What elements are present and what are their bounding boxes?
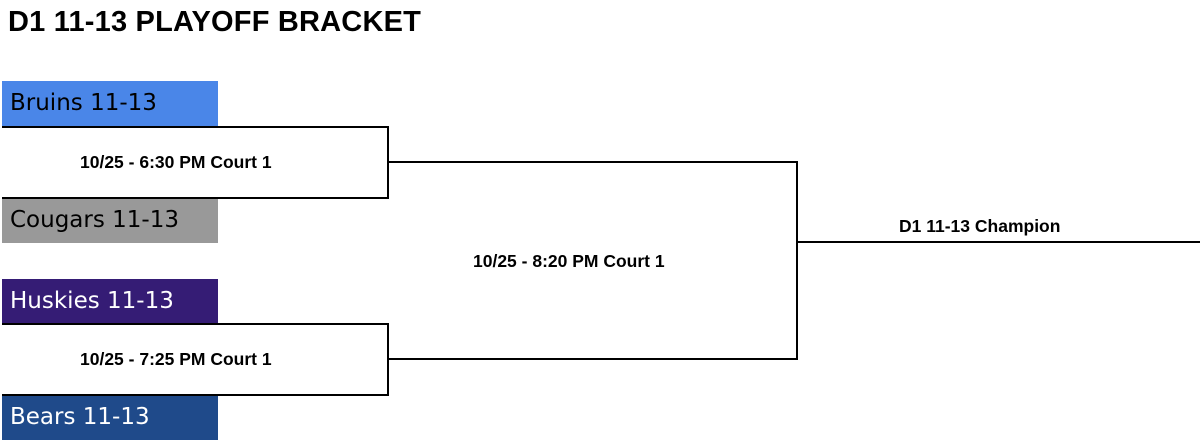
page-title: D1 11-13 PLAYOFF BRACKET <box>8 6 422 38</box>
bracket-line-final-vertical <box>796 161 798 360</box>
bracket-line-game2-top <box>2 323 389 325</box>
bracket-line-final-bottom <box>389 358 798 360</box>
bracket-line-game2-vertical <box>387 323 389 396</box>
bracket-line-champion <box>796 241 1200 243</box>
bracket-line-final-top <box>389 161 798 163</box>
team-slot-bears: Bears 11-13 <box>2 395 218 440</box>
team-slot-bruins: Bruins 11-13 <box>2 81 218 126</box>
champion-label: D1 11-13 Champion <box>899 216 1061 236</box>
game-label-2: 10/25 - 7:25 PM Court 1 <box>80 349 272 369</box>
team-slot-huskies: Huskies 11-13 <box>2 279 218 324</box>
team-slot-cougars: Cougars 11-13 <box>2 198 218 243</box>
game-label-final: 10/25 - 8:20 PM Court 1 <box>473 251 665 271</box>
bracket-line-game2-bottom <box>2 394 389 396</box>
bracket-line-game1-vertical <box>387 126 389 199</box>
bracket-line-game1-bottom <box>2 197 389 199</box>
bracket-line-game1-top <box>2 126 389 128</box>
game-label-1: 10/25 - 6:30 PM Court 1 <box>80 152 272 172</box>
